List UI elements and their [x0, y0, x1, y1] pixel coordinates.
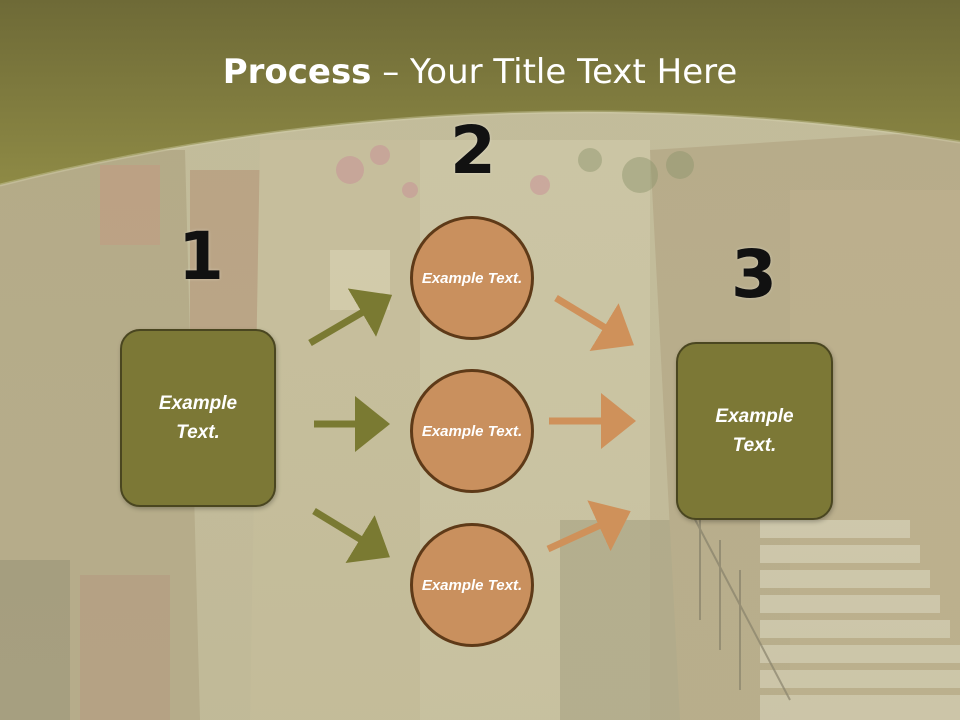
step1-box[interactable]: Example Text. — [120, 329, 276, 507]
circle-bottom[interactable]: Example Text. — [410, 523, 534, 647]
step3-line2: Text. — [732, 435, 777, 456]
step-number-3: 3 — [731, 236, 777, 313]
circle-top[interactable]: Example Text. — [410, 216, 534, 340]
slide-title: Process – Your Title Text Here — [0, 52, 960, 92]
circle-top-line1: Example — [421, 269, 484, 287]
title-bold: Process — [222, 52, 372, 92]
circle-middle[interactable]: Example Text. — [410, 369, 534, 493]
arrow-step1-to-circle-bottom — [312, 508, 390, 563]
step-number-1: 1 — [178, 218, 224, 295]
circle-middle-line1: Example — [421, 422, 484, 440]
step-number-2: 2 — [450, 112, 496, 189]
step3-box[interactable]: Example Text. — [676, 342, 833, 520]
step1-line2: Text. — [176, 422, 220, 443]
circle-middle-line2: Text. — [487, 422, 523, 440]
arrow-circle-top-to-step3 — [554, 295, 634, 352]
step1-line1: Example — [158, 393, 238, 414]
circle-bottom-line2: Text. — [487, 576, 523, 594]
circle-bottom-line1: Example — [421, 576, 484, 594]
circle-top-line2: Text. — [487, 269, 523, 287]
step3-line1: Example — [715, 406, 794, 427]
arrow-circle-bottom-to-step3 — [546, 500, 631, 553]
arrow-step1-to-circle-top — [308, 288, 393, 347]
title-rest: – Your Title Text Here — [371, 52, 738, 92]
